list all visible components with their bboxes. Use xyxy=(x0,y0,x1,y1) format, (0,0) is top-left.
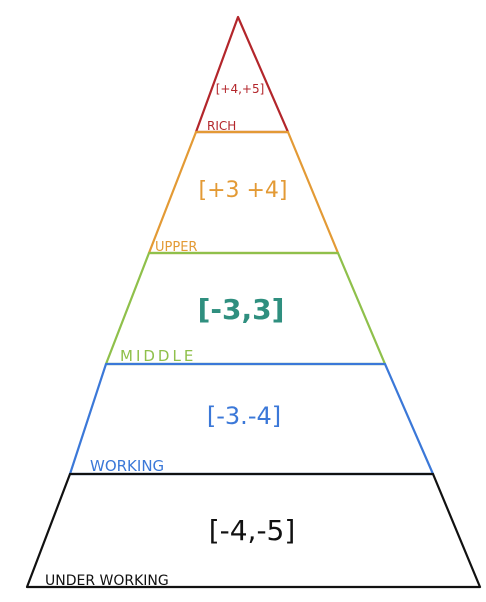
tier-rich-label: RICH xyxy=(207,119,236,133)
tier-rich-range: [+4,+5] xyxy=(216,82,265,96)
tier-middle: [-3,3] MIDDLE xyxy=(104,251,387,366)
tier-underworking-shape xyxy=(25,472,482,589)
tier-working-range: [-3.-4] xyxy=(207,402,281,430)
tier-upper-label: UPPER xyxy=(155,240,197,255)
tier-underworking-label: UNDER WORKING xyxy=(45,573,169,589)
tier-underworking-range: [-4,-5] xyxy=(209,514,296,547)
tier-middle-label: MIDDLE xyxy=(120,347,196,365)
tier-middle-range: [-3,3] xyxy=(198,293,285,326)
tier-working: [-3.-4] WORKING xyxy=(68,362,435,476)
tier-working-label: WORKING xyxy=(90,457,164,475)
tier-underworking: [-4,-5] UNDER WORKING xyxy=(25,472,482,589)
tier-upper: [+3 +4] UPPER xyxy=(147,130,340,255)
tier-upper-range: [+3 +4] xyxy=(198,178,287,203)
tier-rich: [+4,+5] RICH xyxy=(194,15,290,134)
tier-rich-shape xyxy=(194,15,290,134)
